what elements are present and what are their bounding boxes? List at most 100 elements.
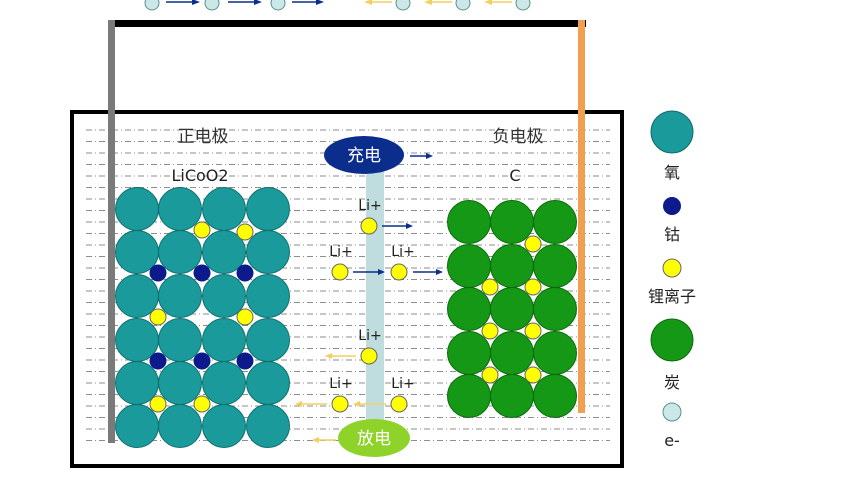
li-ion-label: Li+ bbox=[358, 328, 381, 344]
oxygen-atom bbox=[202, 230, 246, 274]
electron-flow-row bbox=[144, 0, 531, 11]
arrowhead bbox=[424, 0, 432, 5]
lithium-ion bbox=[481, 366, 499, 384]
positive-electrode-formula: LiCoO2 bbox=[171, 166, 228, 185]
li-ion-label: Li+ bbox=[391, 376, 414, 392]
arrowhead bbox=[295, 401, 302, 407]
oxygen-atom bbox=[202, 187, 246, 231]
lithium-ion bbox=[193, 221, 211, 239]
oxygen-atom bbox=[202, 361, 246, 405]
oxygen-atom bbox=[246, 361, 290, 405]
arrowhead bbox=[312, 437, 319, 443]
legend-oxygen-label: 氧 bbox=[664, 163, 680, 182]
cobalt-atom bbox=[193, 352, 211, 370]
electron bbox=[395, 0, 411, 11]
oxygen-atom bbox=[246, 274, 290, 318]
carbon-atom bbox=[490, 331, 534, 375]
legend-lithium-swatch bbox=[662, 258, 682, 278]
lithium-ion bbox=[524, 322, 542, 340]
cobalt-atom bbox=[193, 264, 211, 282]
arrowhead bbox=[325, 353, 332, 359]
legend-cobalt-swatch bbox=[663, 197, 681, 215]
arrowhead bbox=[484, 0, 492, 5]
oxygen-atom bbox=[246, 187, 290, 231]
legend: 氧 钴 锂离子 炭 e- bbox=[648, 110, 696, 450]
oxygen-atom bbox=[202, 274, 246, 318]
external-circuit-wire bbox=[108, 20, 586, 27]
legend-lithium-label: 锂离子 bbox=[648, 287, 696, 306]
arrowhead bbox=[364, 0, 372, 5]
lithium-ion bbox=[331, 263, 349, 281]
arrowhead bbox=[378, 269, 385, 275]
positive-electrode-title: 正电极 bbox=[178, 127, 229, 147]
oxygen-atom bbox=[115, 187, 159, 231]
negative-electrode-formula: C bbox=[509, 166, 520, 185]
electron bbox=[455, 0, 471, 11]
li-ion-label: Li+ bbox=[329, 244, 352, 260]
charge-badge bbox=[324, 136, 404, 174]
oxygen-atom bbox=[158, 230, 202, 274]
lithium-ion bbox=[149, 395, 167, 413]
carbon-atom bbox=[533, 374, 577, 418]
carbon-atom bbox=[533, 331, 577, 375]
carbon-atom bbox=[490, 287, 534, 331]
arrowhead bbox=[316, 0, 324, 5]
oxygen-atom bbox=[158, 404, 202, 448]
li-ion-label: Li+ bbox=[391, 244, 414, 260]
oxygen-atom bbox=[158, 187, 202, 231]
carbon-atom bbox=[447, 331, 491, 375]
arrowhead bbox=[436, 269, 443, 275]
lithium-ion bbox=[524, 235, 542, 253]
electron bbox=[270, 0, 286, 11]
discharge-badge bbox=[338, 419, 410, 457]
arrowhead bbox=[426, 153, 433, 159]
lithium-ion bbox=[149, 308, 167, 326]
legend-oxygen-swatch bbox=[650, 110, 694, 154]
charge-label: 充电 bbox=[347, 146, 381, 166]
lithium-ion bbox=[390, 395, 408, 413]
cobalt-atom bbox=[236, 264, 254, 282]
cobalt-atom bbox=[236, 352, 254, 370]
oxygen-atom bbox=[158, 361, 202, 405]
carbon-atom bbox=[533, 287, 577, 331]
arrowhead bbox=[254, 0, 262, 5]
carbon-atom bbox=[490, 200, 534, 244]
oxygen-atom bbox=[246, 230, 290, 274]
legend-carbon-label: 炭 bbox=[664, 373, 680, 392]
lithium-ion bbox=[481, 278, 499, 296]
carbon-atom bbox=[533, 200, 577, 244]
carbon-atom bbox=[447, 200, 491, 244]
lithium-ion bbox=[236, 308, 254, 326]
lithium-ion bbox=[360, 217, 378, 235]
cobalt-atom bbox=[149, 264, 167, 282]
electrolyte-li-ions: Li+ Li+ Li+ Li+ Li+ Li+ bbox=[295, 198, 443, 413]
oxygen-atom bbox=[246, 318, 290, 362]
negative-electrode-lattice bbox=[447, 200, 577, 418]
li-ion-label: Li+ bbox=[329, 376, 352, 392]
lithium-ion bbox=[193, 395, 211, 413]
positive-electrode-lattice bbox=[115, 187, 290, 448]
positive-electrode-wire bbox=[108, 20, 115, 443]
oxygen-atom bbox=[202, 404, 246, 448]
lithium-ion bbox=[524, 366, 542, 384]
cobalt-atom bbox=[149, 352, 167, 370]
electron bbox=[204, 0, 220, 11]
arrowhead bbox=[406, 223, 413, 229]
carbon-atom bbox=[533, 244, 577, 288]
lithium-ion bbox=[390, 263, 408, 281]
arrowhead bbox=[353, 401, 360, 407]
negative-electrode-title: 负电极 bbox=[493, 127, 544, 147]
discharge-label: 放电 bbox=[357, 429, 391, 449]
legend-electron-label: e- bbox=[664, 431, 680, 450]
lithium-ion bbox=[360, 347, 378, 365]
electron bbox=[515, 0, 531, 11]
legend-electron-swatch bbox=[662, 402, 682, 422]
electron bbox=[144, 0, 160, 11]
li-ion-label: Li+ bbox=[358, 198, 381, 214]
legend-cobalt-label: 钴 bbox=[664, 225, 680, 244]
lithium-ion bbox=[524, 278, 542, 296]
legend-carbon-swatch bbox=[650, 318, 694, 362]
oxygen-atom bbox=[158, 274, 202, 318]
oxygen-atom bbox=[158, 318, 202, 362]
